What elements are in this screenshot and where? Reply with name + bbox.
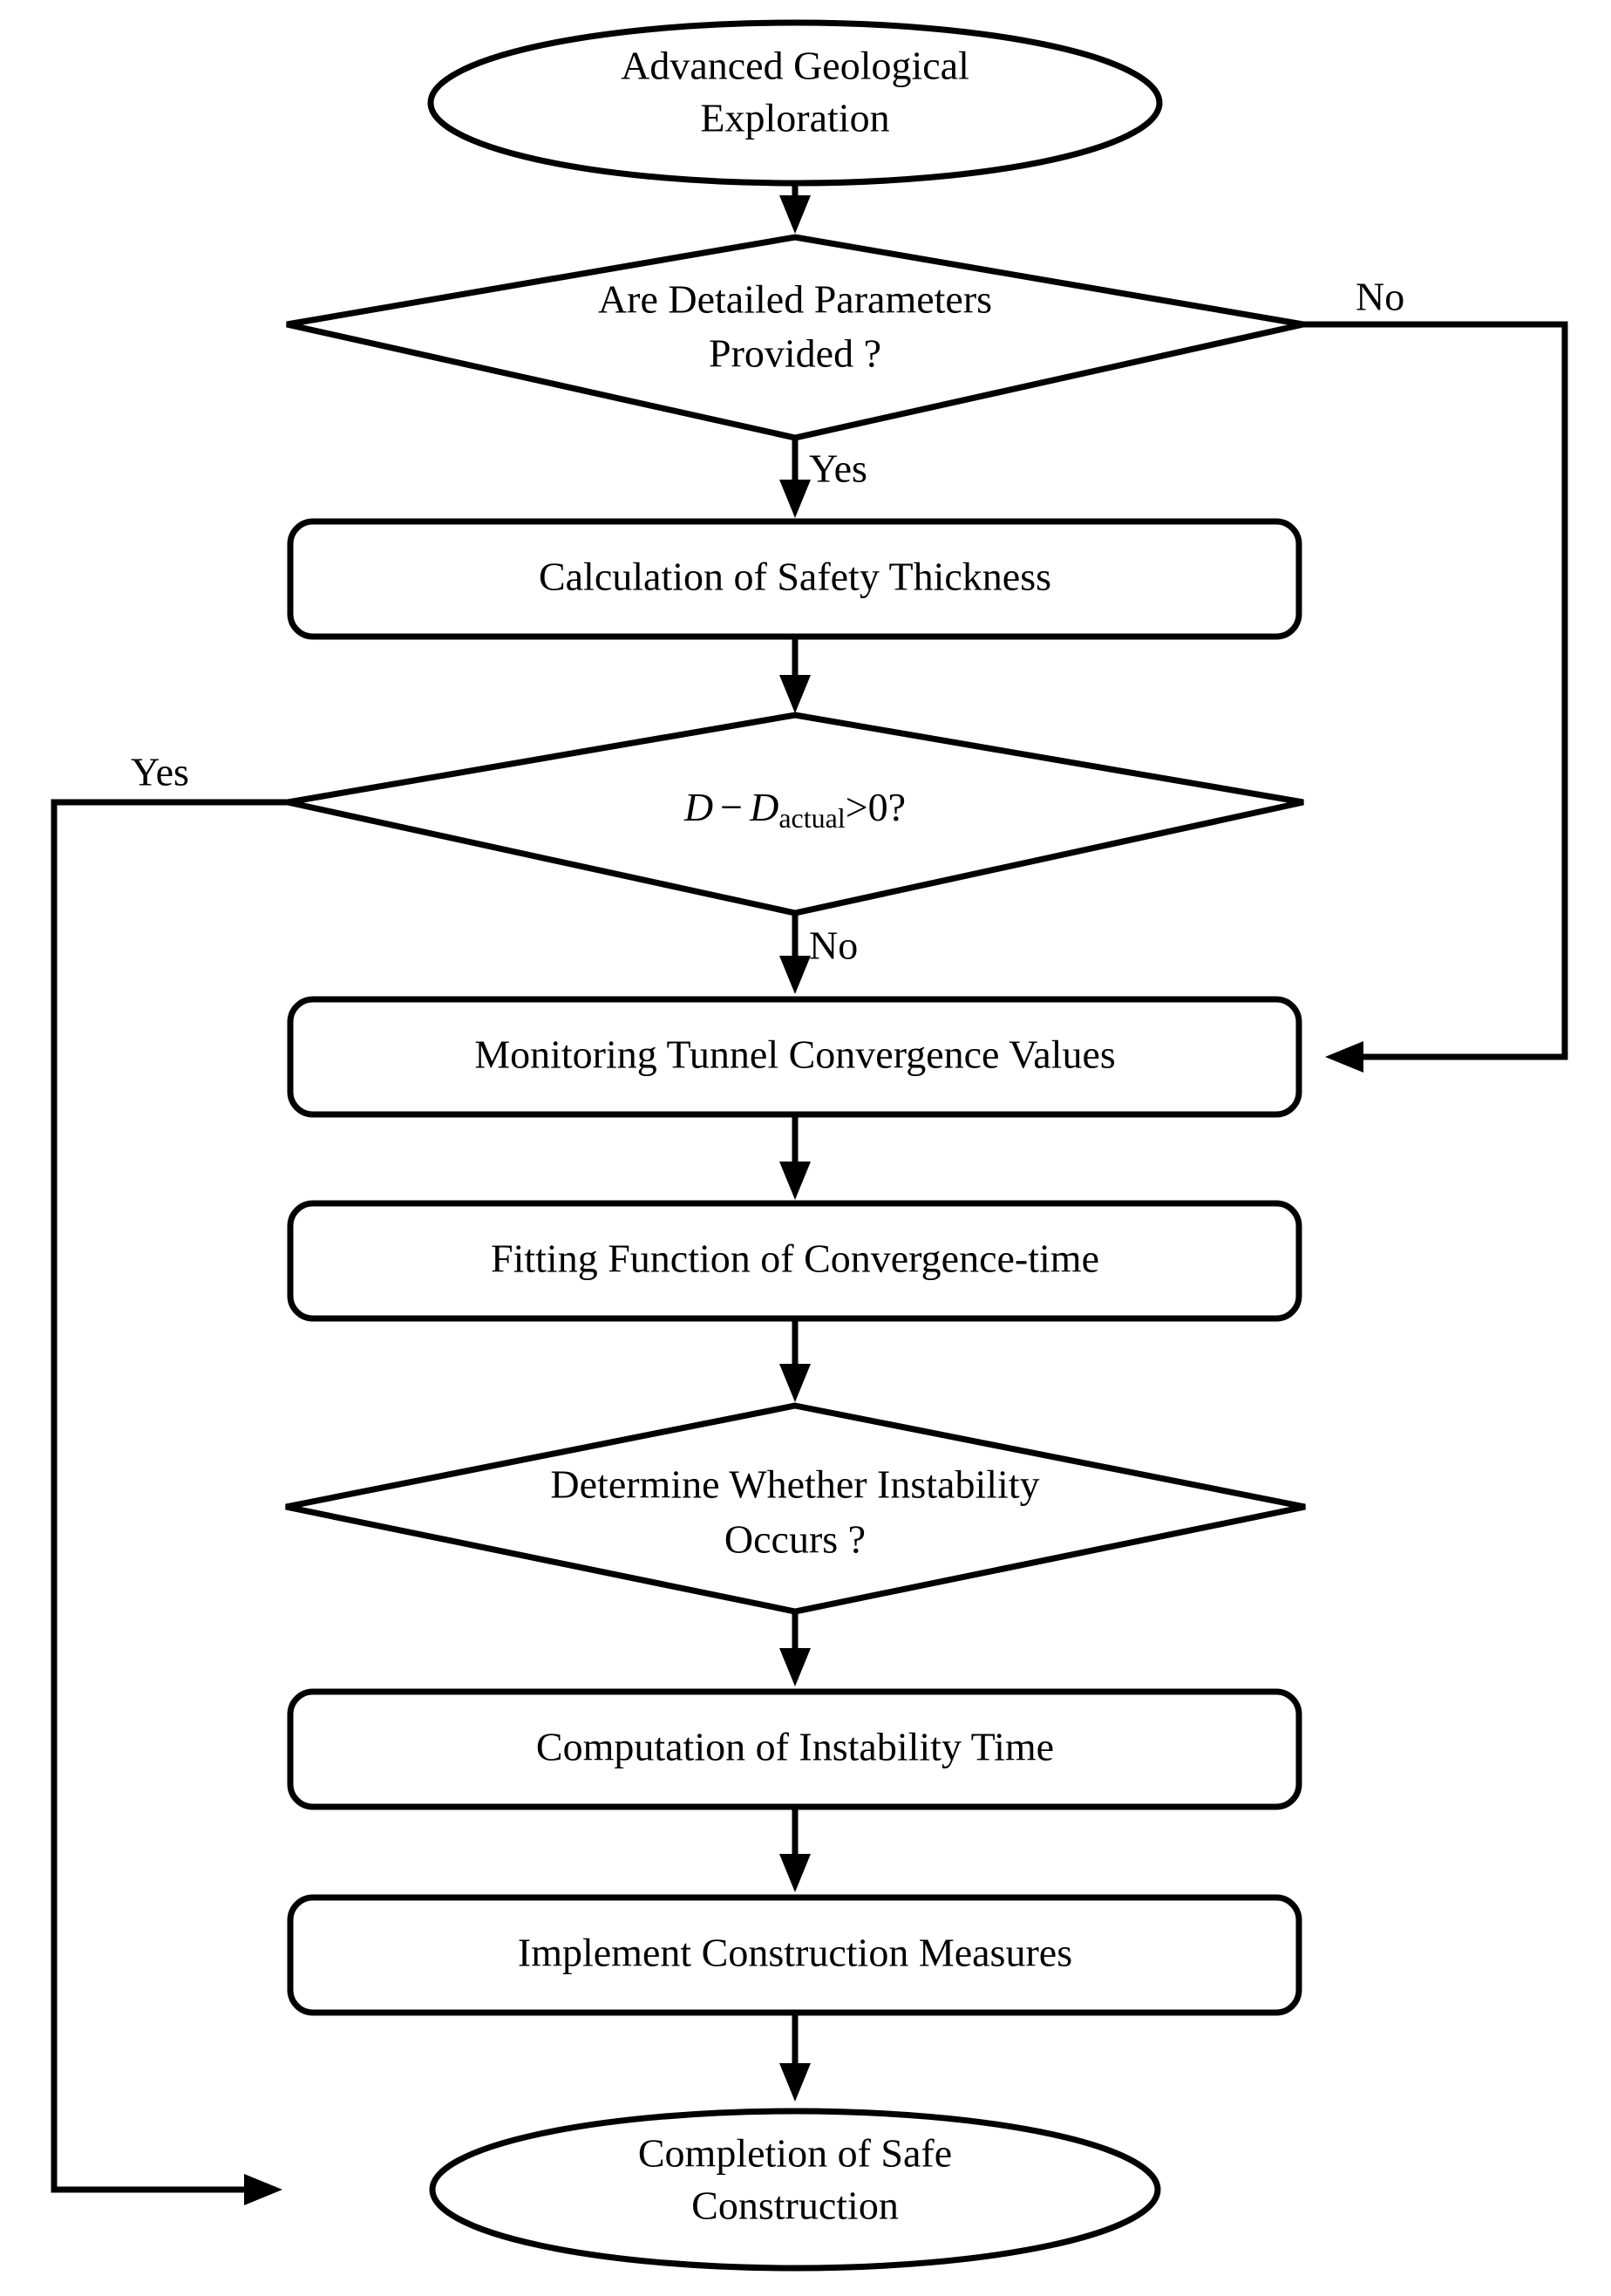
decision-thickness-expression: D−Dactual>0? <box>683 785 906 835</box>
start-terminal-line1: Advanced Geological <box>621 44 969 88</box>
connector-parameters-yes-to-safety <box>779 440 811 518</box>
connector-monitoring-to-fitting <box>779 1114 811 1200</box>
node-end-terminal[interactable]: Completion of Safe Construction <box>429 2108 1161 2272</box>
edge-label-parameters-no: No <box>1356 275 1404 319</box>
decision-parameters-line1: Are Detailed Parameters <box>598 277 992 322</box>
connector-safety-to-thickness-decision <box>779 637 811 713</box>
connector-measures-to-end <box>779 2013 811 2102</box>
edge-label-parameters-yes: Yes <box>809 446 867 491</box>
node-process-monitoring[interactable]: Monitoring Tunnel Convergence Values <box>287 996 1302 1118</box>
process-safety-thickness-label: Calculation of Safety Thickness <box>539 555 1051 599</box>
node-decision-thickness[interactable]: D−Dactual>0? <box>287 712 1304 916</box>
node-process-fitting[interactable]: Fitting Function of Convergence-time <box>287 1200 1302 1322</box>
expr-tail: >0? <box>846 785 906 829</box>
node-decision-instability[interactable]: Determine Whether Instability Occurs ? <box>285 1402 1306 1615</box>
connector-parameters-no-loop <box>1303 321 1568 1073</box>
end-terminal-line2: Construction <box>691 2184 899 2228</box>
node-process-construction-measures[interactable]: Implement Construction Measures <box>287 1894 1302 2016</box>
process-construction-measures-label: Implement Construction Measures <box>518 1931 1072 1975</box>
node-process-safety-thickness[interactable]: Calculation of Safety Thickness <box>287 518 1302 640</box>
node-start-terminal[interactable]: Advanced Geological Exploration <box>427 19 1163 187</box>
expr-rhs-subscript: actual <box>778 802 846 834</box>
expr-lhs: D <box>683 785 713 829</box>
edge-label-thickness-no: No <box>809 923 858 968</box>
node-process-instability-time[interactable]: Computation of Instability Time <box>287 1688 1302 1810</box>
edge-label-thickness-yes: Yes <box>131 750 189 794</box>
decision-instability-line2: Occurs ? <box>724 1517 866 1562</box>
expr-rhs-base: D <box>749 785 778 829</box>
start-terminal-line2: Exploration <box>700 96 889 140</box>
connector-thickness-yes-loop <box>51 799 288 2205</box>
end-terminal-line1: Completion of Safe <box>638 2131 952 2176</box>
connector-fitting-to-instability <box>779 1317 811 1402</box>
connector-instability-to-computation <box>779 1611 811 1686</box>
process-instability-time-label: Computation of Instability Time <box>536 1725 1054 1769</box>
decision-parameters-line2: Provided ? <box>709 331 881 376</box>
process-monitoring-label: Monitoring Tunnel Convergence Values <box>474 1032 1116 1077</box>
decision-instability-line1: Determine Whether Instability <box>550 1462 1039 1507</box>
node-decision-parameters[interactable]: Are Detailed Parameters Provided ? <box>286 234 1304 441</box>
process-fitting-label: Fitting Function of Convergence-time <box>491 1237 1099 1281</box>
connector-computation-to-measures <box>779 1807 811 1892</box>
expr-op: − <box>720 785 743 829</box>
connector-thickness-no-to-monitoring <box>779 916 811 994</box>
